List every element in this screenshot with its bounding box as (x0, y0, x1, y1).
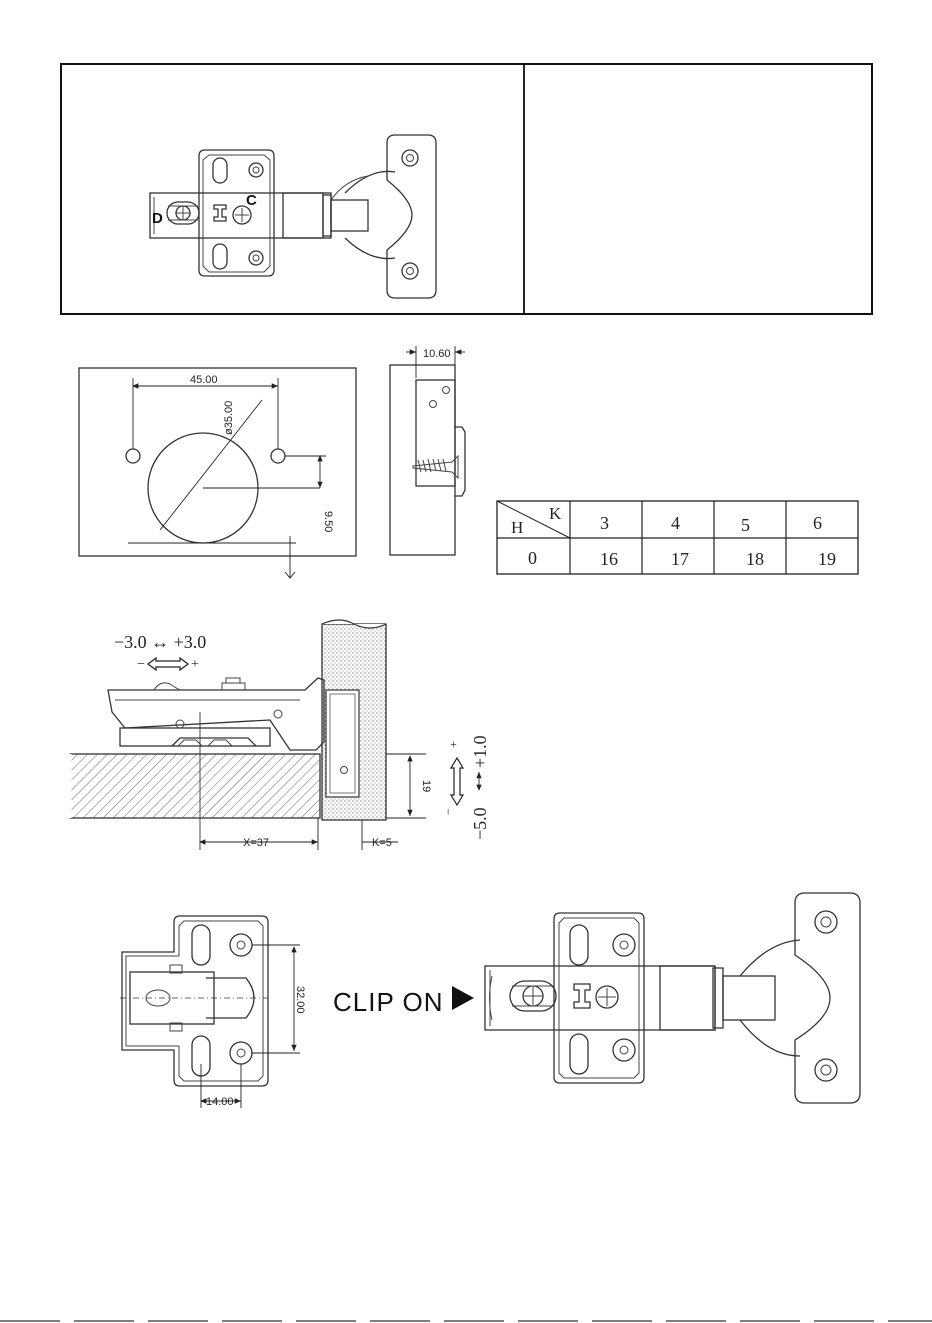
top-panel: D C (61, 64, 872, 314)
clip-on-label: CLIP ON (333, 987, 444, 1017)
label-d: D (152, 210, 163, 227)
cabinet-side-hatched (70, 754, 320, 818)
table-result: 16 (600, 549, 618, 569)
vertical-adjust-arrow-icon (451, 758, 463, 805)
table-result: 18 (746, 549, 764, 569)
offset-dim: 9.50 (322, 511, 334, 532)
k-dimension: K=5 (372, 837, 392, 849)
horizontal-adjust-arrow-icon (148, 658, 188, 670)
vertical-range-bottom: −5.0 (470, 807, 490, 840)
screw-hole-right (271, 449, 285, 463)
horizontal-range-label: −3.0 ↔ +3.0 (114, 632, 206, 652)
table-result: 19 (818, 549, 836, 569)
table-k-value: 5 (741, 515, 750, 535)
table-k-value: 6 (813, 513, 822, 533)
screw-hole-left (126, 449, 140, 463)
vertical-plus: + (450, 737, 457, 751)
side-view-diagram: 10.60 (390, 346, 465, 555)
kh-table: K H 3 4 5 6 0 16 17 18 19 (497, 501, 858, 574)
top-panel-border (61, 64, 872, 314)
clip-on-arrow-icon (452, 986, 474, 1010)
plate-width-dim: 14.00 (206, 1096, 234, 1108)
table-header-k: K (549, 504, 562, 523)
mounting-plate-diagram: 32.00 14.00 (120, 916, 306, 1108)
plate-height-dim: 32.00 (294, 986, 306, 1014)
table-k-value: 3 (600, 513, 609, 533)
side-thickness-dim: 10.60 (423, 348, 451, 360)
vertical-range-top: +1.0 (470, 735, 490, 768)
table-result: 17 (671, 549, 689, 569)
cup-diameter-dim: ø35.00 (223, 401, 235, 435)
adjustment-diagram: −3.0 ↔ +3.0 − + X=37 K=5 (70, 620, 490, 850)
height-dimension: 19 (420, 780, 432, 792)
label-c: C (246, 192, 257, 209)
table-h-value: 0 (528, 548, 537, 568)
horizontal-minus: − (137, 657, 145, 672)
table-k-value: 4 (671, 513, 680, 533)
cup-drilling-diagram: 45.00 ø35.00 9.50 (79, 368, 356, 578)
hinge-top-view (150, 135, 436, 298)
vertical-minus: − (441, 808, 455, 815)
table-header-h: H (511, 518, 523, 537)
assembled-hinge (485, 893, 860, 1103)
horizontal-plus: + (191, 657, 199, 672)
clip-on-section: CLIP ON (333, 893, 860, 1103)
x-dimension: X=37 (243, 837, 269, 849)
hole-spacing-dim: 45.00 (190, 374, 218, 386)
door-panel-outline (79, 368, 356, 556)
